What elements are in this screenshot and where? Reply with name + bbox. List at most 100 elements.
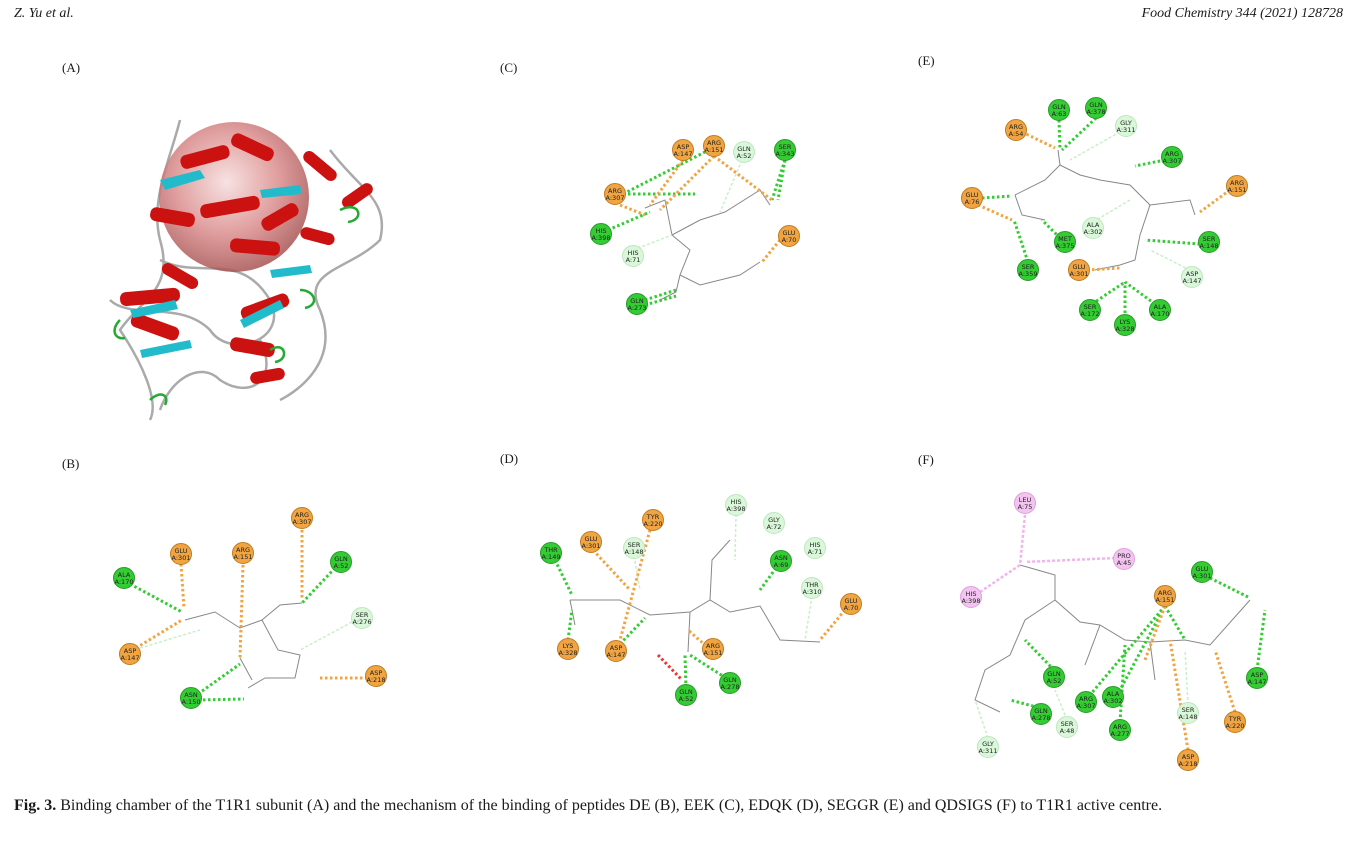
residue-circle [1113, 548, 1135, 570]
residue-name: ASN [184, 691, 198, 699]
residue-name: ASP [610, 644, 623, 652]
residue-circle [703, 135, 725, 157]
residue-circle [605, 640, 627, 662]
residue-name: ARG [236, 546, 250, 554]
residue-id: A:220 [644, 520, 663, 528]
residue-id: A:218 [1179, 760, 1198, 768]
residue-circle [1177, 702, 1199, 724]
residue-id: A:328 [1116, 325, 1135, 333]
residue-id: A:328 [559, 649, 578, 657]
residue-name: ASP [1186, 270, 1199, 278]
residue-circle [622, 245, 644, 267]
residue-id: A:220 [1226, 722, 1245, 730]
residue-circle [351, 607, 373, 629]
residue-name: SER [1022, 263, 1035, 271]
protein-structure-panel-a [109, 119, 384, 421]
residue-id: A:278 [1032, 714, 1051, 722]
residue-id: A:307 [1163, 157, 1182, 165]
residue-name: SER [356, 611, 369, 619]
residue-circle [540, 542, 562, 564]
residue-name: ARG [1113, 723, 1127, 731]
residue-circle [675, 684, 697, 706]
residue-name: ARG [1079, 695, 1093, 703]
residue-name: GLY [768, 516, 780, 524]
residue-name: ARG [706, 642, 720, 650]
residue-circle [763, 512, 785, 534]
residue-name: GLU [174, 547, 187, 555]
residue-id: A:147 [674, 150, 693, 158]
residue-name: SER [1203, 235, 1216, 243]
panel-label-f: (F) [918, 452, 934, 467]
residue-circle [961, 187, 983, 209]
residue-circle [1056, 716, 1078, 738]
page-header: Z. Yu et al. Food Chemistry 344 (2021) 1… [14, 6, 1343, 26]
residue-name: TYR [1228, 715, 1242, 723]
residue-circle [840, 593, 862, 615]
panel-label-a: (A) [62, 60, 81, 75]
residue-id: A:150 [182, 698, 201, 706]
residue-name: LEU [1019, 496, 1032, 504]
residue-id: A:277 [1111, 730, 1130, 738]
residue-id: A:45 [1117, 559, 1132, 567]
residue-id: A:70 [782, 236, 797, 244]
residue-id: A:398 [962, 597, 981, 605]
residue-name: GLU [844, 597, 857, 605]
residue-circle [291, 507, 313, 529]
residue-id: A:147 [1248, 678, 1267, 686]
residue-circle [119, 643, 141, 665]
residue-id: A:148 [1200, 242, 1219, 250]
residue-id: A:218 [367, 676, 386, 684]
residue-name: HIS [628, 249, 639, 257]
caption-label: Fig. 3. [14, 797, 57, 814]
residue-name: LYS [1120, 318, 1131, 326]
residue-name: THR [543, 546, 558, 554]
residue-name: ARG [1230, 179, 1244, 187]
residue-id: A:151 [234, 553, 253, 561]
residue-name: GLN [1089, 101, 1103, 109]
residue-circle [626, 293, 648, 315]
residue-name: LYS [563, 642, 574, 650]
journal-citation: Food Chemistry 344 (2021) 128728 [1141, 6, 1343, 21]
residue-circle [804, 537, 826, 559]
residue-circle [623, 537, 645, 559]
residue-name: ASP [677, 143, 690, 151]
running-author: Z. Yu et al. [14, 6, 74, 21]
residue-circle [642, 509, 664, 531]
residue-circle [1054, 231, 1076, 253]
residue-id: A:151 [704, 649, 723, 657]
residue-circle [1224, 711, 1246, 733]
residue-id: A:75 [1018, 503, 1033, 511]
panel-label-b: (B) [62, 456, 80, 471]
residue-id: A:170 [115, 578, 134, 586]
residue-circle [1014, 492, 1036, 514]
residue-id: A:278 [721, 683, 740, 691]
residue-circle [1082, 217, 1104, 239]
residue-circle [977, 736, 999, 758]
residue-name: ALA [1087, 221, 1100, 229]
